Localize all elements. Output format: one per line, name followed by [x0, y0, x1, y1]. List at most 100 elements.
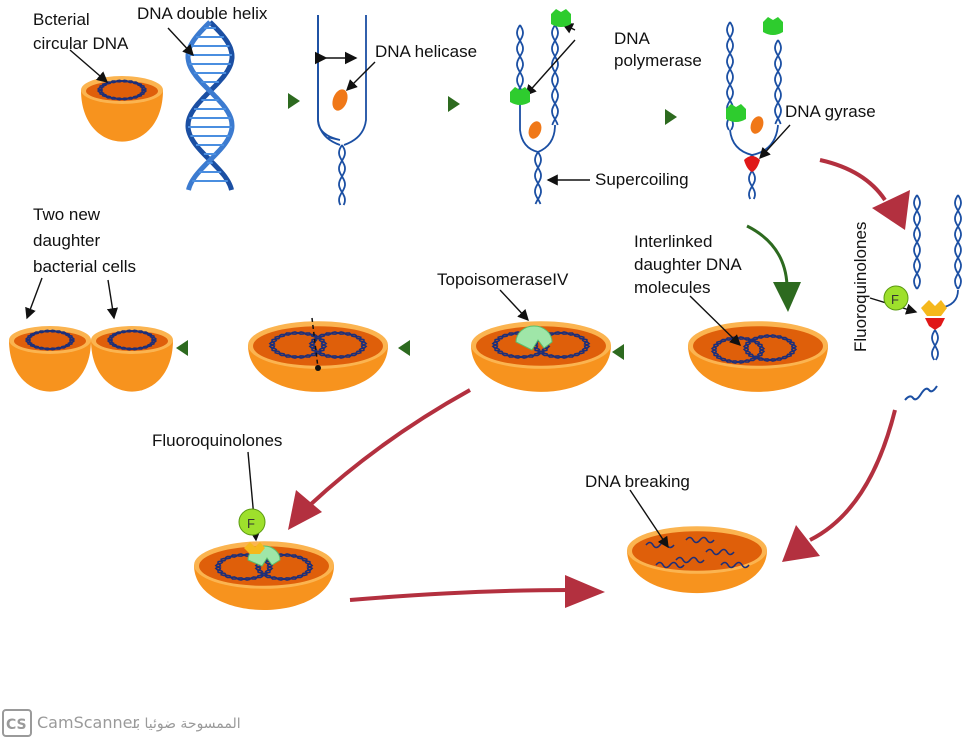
- f-badge: F: [891, 292, 899, 307]
- label-daughter-cells-2: daughter: [33, 231, 100, 250]
- arrow-shaft: [819, 158, 887, 202]
- pointer-arrow: [689, 295, 741, 346]
- label-daughter-cells-1: Two new: [33, 205, 101, 224]
- cell-interior: [96, 331, 168, 351]
- bacterial-cell: [248, 317, 388, 392]
- dna-polymerase: [551, 9, 571, 27]
- dna-helicase: [332, 89, 348, 111]
- bacterial-cell: [81, 76, 163, 142]
- label-interlinked-2: daughter DNA: [634, 255, 742, 274]
- green-flow-arrow: [398, 340, 462, 356]
- label-polymerase-2: polymerase: [614, 51, 702, 70]
- cell-body: [81, 90, 163, 142]
- label-bacterial-dna-1: Bcterial: [33, 10, 90, 29]
- dna-strand: [534, 151, 542, 205]
- arrow-shaft: [308, 388, 471, 507]
- replication-fork-helicase: [314, 15, 367, 206]
- circular-dna: [268, 331, 328, 359]
- dna-strand: [954, 194, 962, 290]
- dna-polymerase: [726, 104, 746, 122]
- green-flow-arrow: [240, 93, 300, 109]
- label-double-helix: DNA double helix: [137, 4, 268, 23]
- pointer-arrow: [106, 279, 119, 320]
- green-flow-arrow: [390, 96, 460, 112]
- circular-dna: [24, 329, 76, 351]
- dna-strand: [729, 124, 779, 156]
- arrow-head: [176, 340, 188, 356]
- pointer-arrow: [69, 49, 109, 83]
- division-point: [315, 365, 321, 371]
- drug-complex: [244, 542, 265, 554]
- watermark-arabic: الممسوحة ضوئيا بـ: [131, 716, 241, 732]
- replication-fork-fluoroquinolone: [904, 194, 962, 401]
- dna-strand: [913, 194, 921, 290]
- dna-helicase: [528, 121, 542, 139]
- pointer-arrow: [629, 489, 669, 549]
- dna-helicase: [750, 116, 764, 134]
- camscanner-logo-text: CS: [6, 717, 27, 733]
- bacterial-cell: [9, 326, 91, 392]
- arrow-head: [665, 109, 677, 125]
- dna-strand: [551, 24, 559, 126]
- dna-double-helix: [185, 20, 235, 191]
- arrow-head: [288, 490, 322, 530]
- circular-dna: [254, 553, 314, 581]
- dna-polymerase: [510, 87, 530, 105]
- dna-strand: [516, 24, 524, 100]
- gyrase-drug-complex: [921, 300, 947, 316]
- bacterial-cell: [627, 526, 767, 594]
- pointer-arrow: [25, 277, 43, 320]
- red-inhibition-arrow: [288, 388, 471, 530]
- dna-strand: [519, 100, 556, 153]
- dna-strand: [774, 39, 782, 125]
- pointer-arrow: [525, 39, 576, 97]
- circular-dna: [308, 331, 368, 359]
- green-flow-arrow: [176, 340, 245, 356]
- cell-body: [9, 340, 91, 392]
- dna-gyrase: [744, 156, 760, 172]
- label-dna-breaking: DNA breaking: [585, 472, 690, 491]
- dna-strand: [516, 24, 524, 100]
- division-line: [311, 317, 319, 369]
- label-fluoroquinolones-vertical: Fluoroquinolones: [851, 222, 870, 352]
- label-topoisomerase: TopoisomeraseIV: [437, 270, 569, 289]
- watermark-text: CamScanner: [37, 713, 139, 732]
- label-helicase: DNA helicase: [375, 42, 477, 61]
- broken-dna-fragment: [904, 385, 938, 401]
- green-curved-arrow: [746, 224, 801, 312]
- broken-dna-fragment: [705, 548, 735, 556]
- arrow-head: [782, 525, 820, 562]
- label-interlinked-1: Interlinked: [634, 232, 712, 251]
- dna-strand: [931, 329, 939, 361]
- dna-strand: [534, 151, 542, 205]
- label-interlinked-3: molecules: [634, 278, 711, 297]
- replication-fork-polymerase: [516, 24, 559, 205]
- bacterial-cell: [91, 326, 173, 392]
- broken-dna-fragment: [720, 561, 750, 569]
- label-daughter-cells-3: bacterial cells: [33, 257, 136, 276]
- dna-strand: [317, 15, 341, 141]
- arrow-head: [565, 575, 605, 608]
- bacterial-cell: [688, 321, 828, 392]
- pointer-arrow: [759, 124, 791, 160]
- fluoroquinolone-molecule: [238, 508, 266, 536]
- red-inhibition-arrow: [819, 158, 910, 230]
- dna-strand: [774, 39, 782, 125]
- camscanner-watermark: CS CamScanner الممسوحة ضوئيا بـ: [2, 709, 241, 737]
- broken-dna-fragment: [655, 561, 685, 569]
- label-supercoiling: Supercoiling: [595, 170, 689, 189]
- dna-strand: [551, 24, 559, 126]
- circular-dna: [106, 329, 158, 351]
- arrow-shaft: [809, 409, 897, 542]
- circular-dna: [96, 79, 148, 101]
- arrow-head: [612, 344, 624, 360]
- dna-gyrase: [925, 318, 945, 330]
- arrow-shaft: [349, 588, 571, 602]
- cell-interior: [14, 331, 86, 351]
- pointer-arrow: [499, 289, 529, 322]
- broken-dna-fragment: [675, 556, 705, 564]
- label-gyrase: DNA gyrase: [785, 102, 876, 121]
- camscanner-logo-icon: [2, 709, 32, 737]
